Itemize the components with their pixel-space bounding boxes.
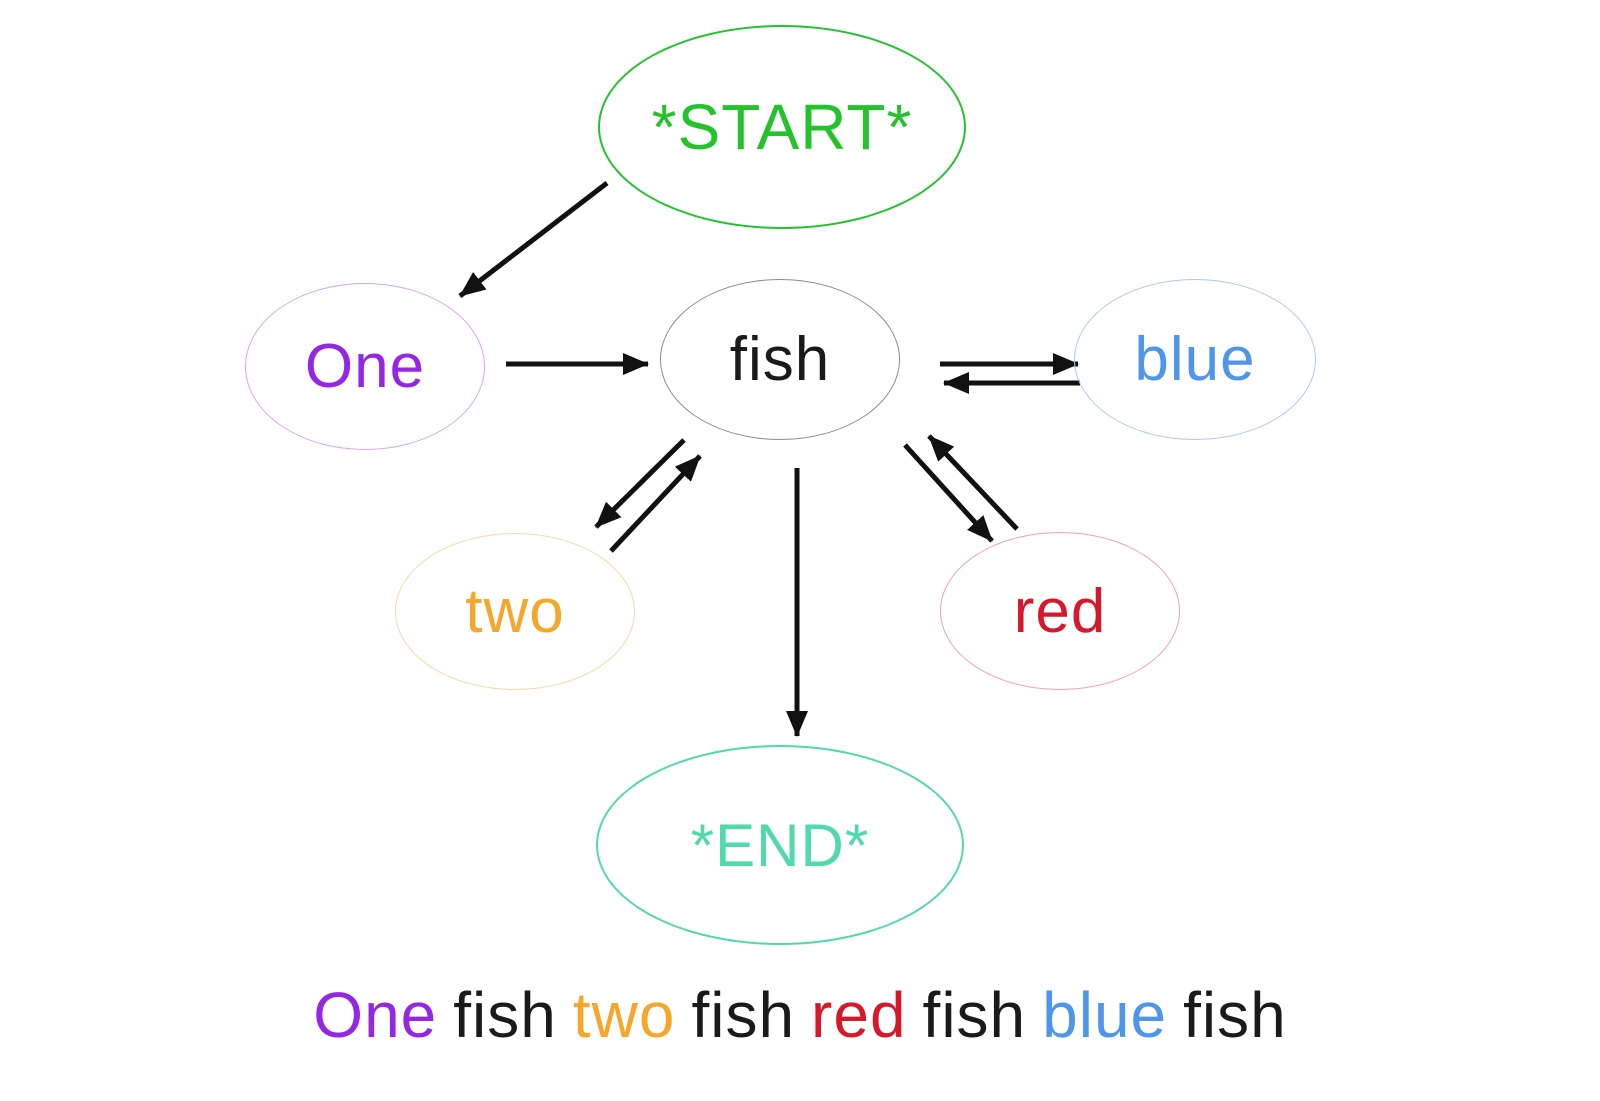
caption-word-red: red [811,979,907,1051]
node-start-label: *START* [651,91,913,163]
caption-word-one: One [313,979,438,1051]
node-blue: blue [1074,279,1316,440]
node-red-label: red [1013,576,1107,646]
edge-fish-to-red-arrow [903,443,994,543]
node-two: two [395,533,635,690]
node-start: *START* [598,25,966,229]
node-end: *END* [596,745,964,945]
node-end-label: *END* [690,811,870,879]
caption-word-two: two [572,979,676,1051]
node-red: red [940,532,1180,690]
node-one-label: One [304,332,426,401]
node-two-label: two [465,577,565,646]
edge-fish-to-two-arrow [594,438,686,529]
caption-word-fish-3: fish [922,979,1027,1051]
caption-word-fish-4: fish [1183,979,1287,1051]
node-fish-label: fish [729,325,831,394]
node-blue-label: blue [1134,325,1256,394]
caption-word-fish-1: fish [453,979,557,1051]
edge-start-to-one-arrow [458,181,609,298]
edge-red-to-fish-arrow [927,434,1019,531]
edge-two-to-fish-arrow [609,454,702,553]
node-one: One [245,283,485,450]
caption-word-blue: blue [1042,979,1168,1051]
node-fish: fish [660,279,900,440]
caption-word-fish-2: fish [691,979,796,1051]
